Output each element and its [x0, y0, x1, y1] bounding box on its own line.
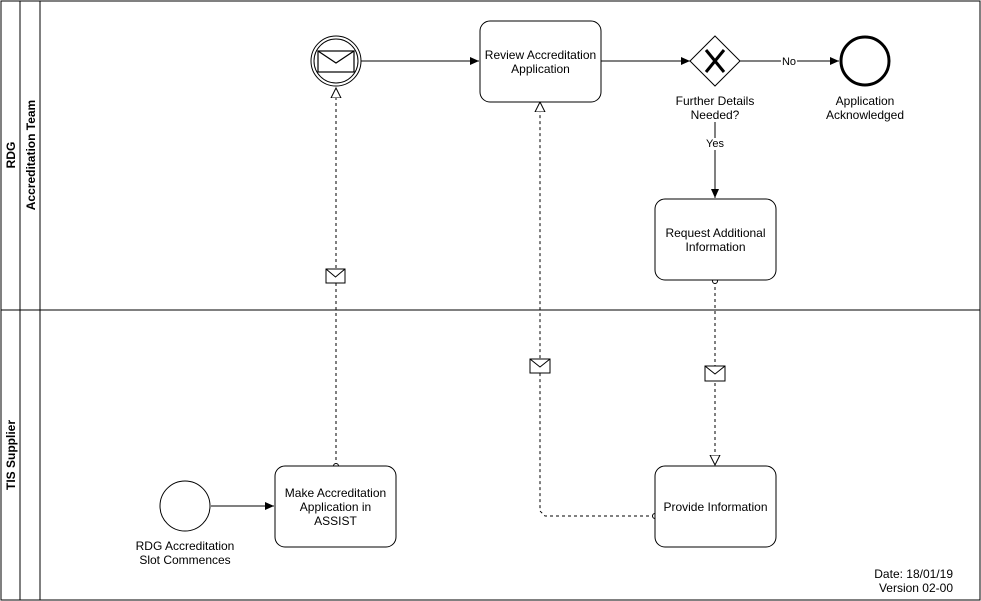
task-provide-box [654, 465, 777, 548]
envelope-icon [317, 50, 355, 73]
task-review-label: Review Accreditation Application [484, 47, 597, 76]
end-event [839, 35, 891, 87]
footer-version: Version 02-00 [878, 581, 953, 595]
task-make-box [274, 465, 397, 548]
task-provide-label: Provide Information [663, 499, 768, 514]
exclusive-gateway [689, 35, 741, 87]
task-request-label: Request Additional Information [665, 225, 766, 254]
message-catch-event [310, 35, 362, 87]
edge-label-no: No [780, 56, 798, 68]
task-make-label: Make Accreditation Application in ASSIST [284, 485, 387, 528]
envelope-icon [704, 365, 726, 382]
envelope-icon [529, 358, 551, 374]
task-request-box [654, 198, 777, 281]
lane-label-accreditation-team: Accreditation Team [24, 99, 38, 211]
pool-label: RDG [4, 141, 18, 169]
lane-label-tis-supplier: TIS Supplier [4, 419, 18, 491]
gateway-label: Further Details Needed? [675, 94, 755, 122]
edge-label-yes: Yes [705, 138, 725, 150]
start-event-label: RDG Accreditation Slot Commences [135, 539, 235, 567]
footer: Date: 18/01/19 Version 02-00 [874, 567, 953, 595]
footer-date: Date: 18/01/19 [874, 567, 953, 581]
start-event [159, 480, 211, 532]
envelope-icon [325, 268, 346, 284]
message-flow-provide-to-review [540, 102, 655, 516]
task-review-box [479, 20, 602, 103]
end-event-label: Application Acknowledged [825, 94, 905, 122]
